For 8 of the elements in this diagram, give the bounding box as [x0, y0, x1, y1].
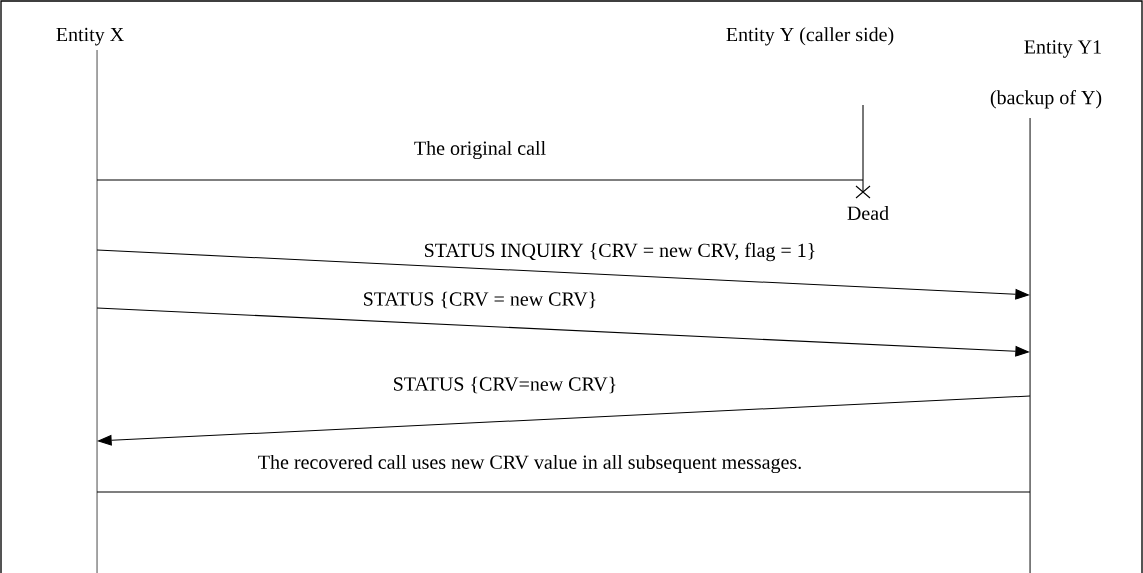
- message-label: The original call: [412, 139, 548, 161]
- participant-label: Entity Y1 (backup of Y): [990, 40, 1102, 109]
- participant-label: Entity Y (caller side): [726, 27, 894, 46]
- message-label: STATUS {CRV = new CRV}: [361, 290, 599, 310]
- message-label: The recovered call uses new CRV value in all subsequent messages.: [256, 453, 804, 475]
- message-label: STATUS INQUIRY {CRV = new CRV, flag = 1}: [422, 241, 818, 263]
- participant-label: Entity X: [56, 27, 124, 46]
- message-label: STATUS {CRV=new CRV}: [391, 375, 619, 395]
